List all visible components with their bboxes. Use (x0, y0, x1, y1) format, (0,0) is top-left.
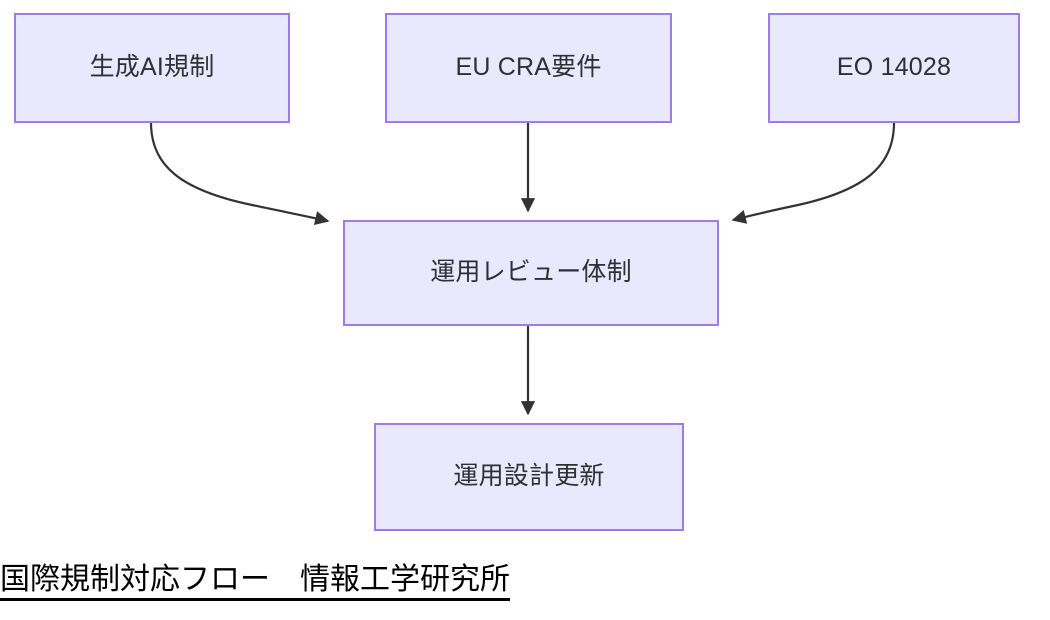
node-gen-ai-label: 生成AI規制 (89, 53, 215, 82)
node-operational-review-label: 運用レビュー体制 (430, 258, 632, 287)
node-gen-ai[interactable]: 生成AI規制 (14, 13, 290, 123)
node-operational-design-update[interactable]: 運用設計更新 (374, 423, 684, 531)
node-operational-review[interactable]: 運用レビュー体制 (343, 220, 719, 326)
edge-eo-to-review (731, 122, 896, 224)
node-eu-cra[interactable]: EU CRA要件 (385, 13, 672, 123)
diagram-caption: 国際規制対応フロー 情報工学研究所 (0, 560, 510, 601)
node-eo[interactable]: EO 14028 (768, 13, 1020, 123)
node-eo-label: EO 14028 (836, 53, 952, 82)
diagram-caption-text: 国際規制対応フロー 情報工学研究所 (0, 563, 510, 601)
node-operational-design-update-label: 運用設計更新 (453, 462, 605, 491)
node-eu-cra-label: EU CRA要件 (455, 53, 602, 82)
edge-gen-ai-to-review (149, 122, 330, 226)
